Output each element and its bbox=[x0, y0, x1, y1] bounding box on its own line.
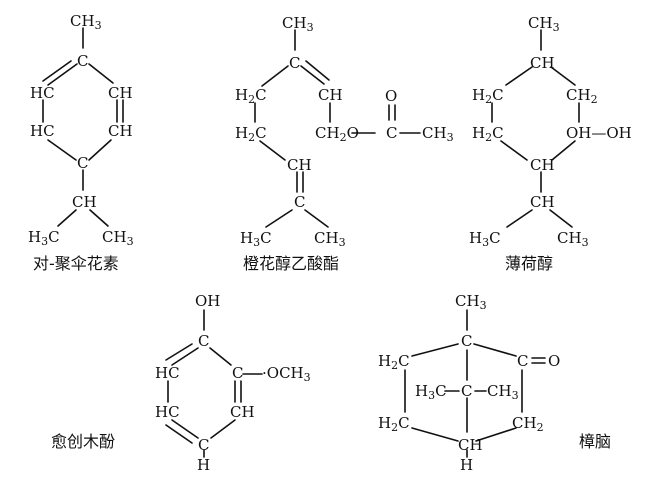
atom-label: O bbox=[385, 87, 397, 105]
atom-label: H2C bbox=[472, 124, 504, 144]
atom-label: OH—OH bbox=[566, 124, 632, 142]
bond bbox=[261, 65, 289, 87]
atom-label: CH3 bbox=[70, 12, 102, 32]
atom-label: CH bbox=[108, 84, 133, 102]
bond bbox=[411, 427, 459, 442]
atom-label: H3C bbox=[469, 229, 501, 249]
compound-name: 对-聚伞花素 bbox=[33, 254, 119, 273]
atom-label: HC bbox=[30, 122, 55, 140]
bond bbox=[171, 419, 199, 439]
bond bbox=[551, 140, 576, 161]
atom-label: CH3 bbox=[314, 229, 346, 249]
atom-label: H3C bbox=[415, 382, 447, 402]
molecule-guaiacol: OH C HC C ·OCH3 HC CH C H 愈创木酚 bbox=[51, 292, 311, 474]
bond bbox=[265, 209, 293, 228]
atom-label: H3C bbox=[28, 228, 60, 248]
atom-label: CH bbox=[458, 436, 483, 454]
atom-label: CH3 bbox=[557, 229, 589, 249]
atom-label: CH bbox=[287, 156, 312, 174]
compound-name: 愈创木酚 bbox=[51, 432, 115, 451]
bond bbox=[473, 343, 517, 357]
atom-label: HC bbox=[155, 403, 180, 421]
atom-label: CH3 bbox=[455, 292, 487, 312]
atom-label: H2C bbox=[378, 352, 410, 372]
atom-label: H2C bbox=[235, 86, 267, 106]
atom-label: CH bbox=[318, 86, 343, 104]
bond bbox=[505, 66, 533, 86]
bond bbox=[500, 140, 528, 161]
molecule-linalyl-acetate: CH3 C H2C CH H2C CH2O O C CH3 CH C H3C C… bbox=[235, 14, 454, 273]
bond bbox=[88, 139, 112, 161]
atom-label: CH bbox=[230, 403, 255, 421]
atom-label: CH bbox=[530, 156, 555, 174]
bond bbox=[506, 209, 533, 228]
bond bbox=[88, 63, 114, 84]
atom-label: C bbox=[386, 124, 397, 142]
atom-label: O bbox=[548, 352, 560, 370]
bond bbox=[47, 63, 78, 86]
atom-label: C bbox=[198, 332, 209, 350]
bond bbox=[165, 343, 193, 361]
atom-label: HC bbox=[155, 364, 180, 382]
bond bbox=[549, 209, 573, 228]
atom-label: C bbox=[294, 193, 305, 211]
bond bbox=[47, 139, 77, 161]
atom-label: CH2O bbox=[315, 124, 359, 144]
bond bbox=[165, 424, 193, 444]
atom-label: C bbox=[77, 154, 88, 172]
bond bbox=[171, 347, 199, 366]
bond bbox=[550, 66, 576, 86]
atom-label: C bbox=[461, 332, 472, 350]
atom-label: C bbox=[461, 382, 472, 400]
atom-label: C bbox=[198, 436, 209, 454]
compound-name: 薄荷醇 bbox=[505, 254, 553, 273]
bond bbox=[42, 60, 72, 82]
atom-label: H2C bbox=[235, 124, 267, 144]
atom-label: CH bbox=[530, 193, 555, 211]
atom-label: CH3 bbox=[422, 124, 454, 144]
atom-label: H bbox=[460, 456, 473, 474]
bond bbox=[209, 347, 232, 366]
atom-label: CH2 bbox=[566, 86, 598, 106]
atom-label: H bbox=[197, 456, 210, 474]
atom-label: C bbox=[289, 54, 300, 72]
bond bbox=[411, 343, 459, 357]
bond bbox=[304, 209, 329, 228]
atom-label: H2C bbox=[378, 414, 410, 434]
atom-label: C bbox=[517, 352, 528, 370]
atom-label: H2C bbox=[472, 86, 504, 106]
atom-label: CH3 bbox=[102, 228, 134, 248]
atom-label: CH3 bbox=[487, 382, 519, 402]
atom-label: C bbox=[77, 52, 88, 70]
bond bbox=[300, 65, 325, 85]
molecule-p-cymene: CH3 C HC CH HC CH C CH H3C CH3 对-聚伞花素 bbox=[28, 12, 134, 273]
compound-name: 樟脑 bbox=[579, 432, 611, 451]
bond bbox=[57, 209, 77, 227]
atom-label: C bbox=[232, 364, 243, 382]
atom-label: OH bbox=[195, 292, 220, 310]
atom-label: CH bbox=[72, 193, 97, 211]
atom-label: H3C bbox=[240, 229, 272, 249]
atom-label: CH bbox=[108, 122, 133, 140]
bond bbox=[259, 140, 286, 161]
bond bbox=[305, 60, 330, 81]
atom-label: CH3 bbox=[528, 14, 560, 34]
atom-label: CH3 bbox=[282, 14, 314, 34]
molecule-camphor: CH3 C H2C C O H3C C CH3 H2C CH2 CH H 樟脑 bbox=[378, 292, 611, 474]
molecule-menthol: CH3 CH H2C CH2 H2C OH—OH CH CH H3C CH3 薄… bbox=[469, 14, 632, 273]
atom-label: CH2 bbox=[512, 414, 544, 434]
atom-label: ·OCH3 bbox=[262, 364, 311, 384]
bond bbox=[475, 427, 517, 442]
atom-label: CH bbox=[530, 54, 555, 72]
bond bbox=[210, 419, 236, 439]
compound-name: 橙花醇乙酸酯 bbox=[243, 254, 339, 273]
bond bbox=[89, 209, 109, 227]
atom-label: HC bbox=[30, 84, 55, 102]
